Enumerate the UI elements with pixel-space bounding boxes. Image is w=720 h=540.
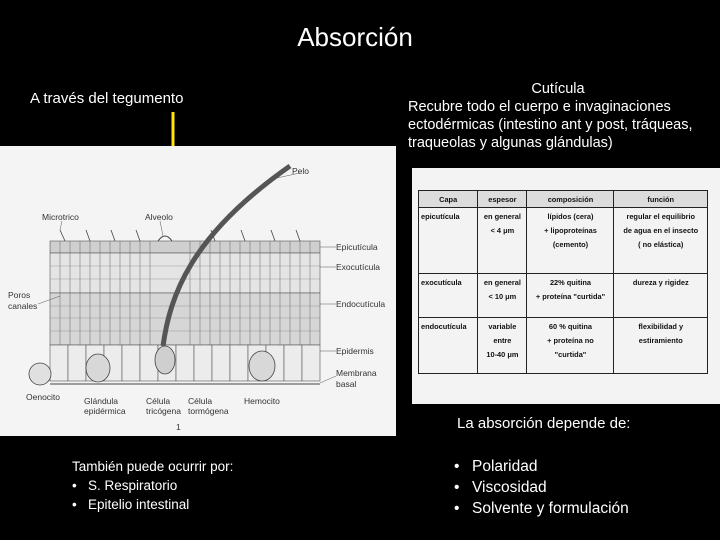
list-item: Solvente y formulación	[448, 498, 629, 519]
label-tormogena: tormógena	[188, 406, 229, 416]
factor-viscosidad: Viscosidad	[472, 479, 547, 496]
pore-canals	[59, 241, 311, 345]
table-cell: epicutícula	[417, 207, 479, 274]
cuticle-table: Capa espesor composición función epicutí…	[417, 190, 708, 374]
table-header: composición	[526, 190, 615, 208]
table-cell: exocutícula	[417, 273, 479, 318]
list-item: Polaridad	[448, 456, 629, 477]
list-item: Epitelio intestinal	[72, 495, 233, 514]
table-header: espesor	[477, 190, 528, 208]
hair-seta	[160, 163, 292, 347]
lamellae	[50, 265, 320, 332]
slide-title: Absorción	[297, 22, 413, 52]
label-basal: basal	[336, 379, 356, 389]
label-canales: canales	[8, 301, 37, 311]
leader-lines	[37, 172, 337, 384]
microtrichia	[59, 229, 301, 242]
label-hemocito: Hemocito	[244, 396, 280, 406]
label-poros: Poros	[8, 290, 30, 300]
table-cell: regular el equilibrio de agua en el inse…	[613, 207, 708, 274]
alveolus-socket	[157, 235, 173, 242]
table-row: endocutícula variable entre 10-40 μm 60 …	[417, 317, 708, 374]
list-item: S. Respiratorio	[72, 476, 233, 495]
label-alveolo: Alveolo	[145, 212, 173, 222]
trichogen-cell-shape	[154, 345, 176, 375]
table-header-row: Capa espesor composición función	[417, 190, 708, 208]
cuticle-description: Recubre todo el cuerpo e invaginaciones …	[408, 99, 693, 151]
endocuticle-layer	[49, 292, 321, 346]
label-epidermica: epidérmica	[84, 406, 126, 416]
table-cell: en general < 10 μm	[477, 273, 528, 318]
label-epidermis: Epidermis	[336, 346, 374, 356]
page-number: 1	[176, 422, 181, 432]
factor-polaridad: Polaridad	[472, 458, 538, 475]
cuticle-description-block: Cutícula Recubre todo el cuerpo e invagi…	[408, 80, 708, 152]
list-item: Viscosidad	[448, 477, 629, 498]
label-membrana: Membrana	[336, 368, 377, 378]
table-cell: lípidos (cera) + lipoproteínas (cemento)	[526, 207, 615, 274]
label-oenocito: Oenocito	[26, 392, 60, 402]
table-cell: 22% quitina + proteína "curtida"	[526, 273, 615, 318]
table-row: epicutícula en general < 4 μm lípidos (c…	[417, 207, 708, 274]
table-cell: endocutícula	[417, 317, 479, 374]
table-cell: 60 % quitina + proteína no "curtida"	[526, 317, 615, 374]
factor-solvente: Solvente y formulación	[472, 500, 629, 517]
absorption-depends-heading: La absorción depende de:	[457, 415, 631, 432]
other-routes-block: También puede ocurrir por: S. Respirator…	[72, 457, 233, 514]
table-cell: variable entre 10-40 μm	[477, 317, 528, 374]
label-celula-trico: Célula	[146, 396, 170, 406]
cuticle-title: Cutícula	[531, 81, 585, 97]
label-pelo: Pelo	[292, 166, 309, 176]
label-tricogena: tricógena	[146, 406, 181, 416]
label-epicuticula: Epicutícula	[336, 242, 378, 252]
absorption-factors-list: Polaridad Viscosidad Solvente y formulac…	[448, 456, 629, 519]
other-routes-heading: También puede ocurrir por:	[72, 459, 234, 474]
label-exocuticula: Exocutícula	[336, 262, 380, 272]
integument-diagram: Pelo Microtrico Alveolo Epicutícula Exoc…	[0, 146, 396, 436]
route-respiratorio: S. Respiratorio	[88, 478, 178, 493]
gland-shape	[85, 353, 111, 383]
tegument-heading: A través del tegumento	[30, 90, 184, 107]
other-routes-list: S. Respiratorio Epitelio intestinal	[72, 476, 233, 514]
table-cell: dureza y rigidez	[613, 273, 708, 318]
table-cell: flexibilidad y estiramiento	[613, 317, 708, 374]
label-microtrico: Microtrico	[42, 212, 79, 222]
route-intestinal: Epitelio intestinal	[88, 497, 190, 512]
epicuticle-layer	[49, 240, 321, 254]
label-glandula: Glándula	[84, 396, 118, 406]
table-row: exocutícula en general < 10 μm 22% quiti…	[417, 273, 708, 318]
table-header: Capa	[417, 190, 479, 208]
oenocyte-shape	[28, 362, 52, 386]
tormogen-cell-shape	[248, 350, 276, 382]
label-celula-tormo: Célula	[188, 396, 212, 406]
table-header: función	[613, 190, 708, 208]
table-cell: en general < 4 μm	[477, 207, 528, 274]
cuticle-table-panel: Capa espesor composición función epicutí…	[412, 168, 720, 404]
label-endocuticula: Endocutícula	[336, 299, 385, 309]
